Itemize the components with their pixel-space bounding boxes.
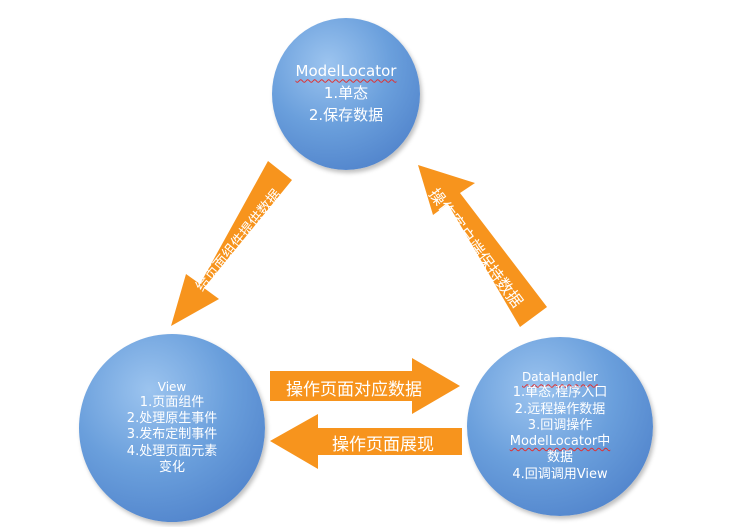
node-data-handler-item: 3.回调操作	[527, 417, 593, 433]
node-model-locator-title: ModelLocator	[295, 62, 397, 81]
node-data-handler-item: 1.单态,程序入口	[512, 385, 608, 401]
arrow-label-data-to-view: 操作页面展现	[332, 435, 434, 455]
node-view-item: 变化	[158, 459, 185, 475]
node-view-item: 1.页面组件	[139, 394, 205, 410]
node-data-handler-item: 数据	[546, 450, 573, 466]
node-view: View 1.页面组件 2.处理原生事件 3.发布定制事件 4.处理页面元素 变…	[79, 334, 265, 522]
arrow-label-view-to-data: 操作页面对应数据	[286, 380, 422, 400]
node-model-locator-item: 1.单态	[323, 84, 369, 103]
node-data-handler-item: 2.远程操作数据	[514, 401, 606, 417]
arrow-view-to-data	[270, 358, 460, 414]
node-view-item: 4.处理页面元素	[126, 443, 218, 459]
node-view-item: 3.发布定制事件	[126, 427, 218, 443]
node-data-handler-item: 4.回调调用View	[512, 466, 608, 482]
node-view-title: View	[157, 379, 187, 394]
arrow-model-to-view	[171, 161, 292, 326]
node-data-handler-title: DataHandler	[522, 370, 598, 385]
arrow-data-to-view	[270, 414, 462, 469]
arrow-data-to-model	[418, 165, 547, 327]
node-data-handler: DataHandler 1.单态,程序入口 2.远程操作数据 3.回调操作 Mo…	[467, 337, 653, 516]
node-view-item: 2.处理原生事件	[126, 411, 218, 427]
node-model-locator: ModelLocator 1.单态 2.保存数据	[272, 18, 420, 170]
node-model-locator-item: 2.保存数据	[308, 105, 384, 124]
node-data-handler-item: ModelLocator中	[509, 434, 611, 449]
